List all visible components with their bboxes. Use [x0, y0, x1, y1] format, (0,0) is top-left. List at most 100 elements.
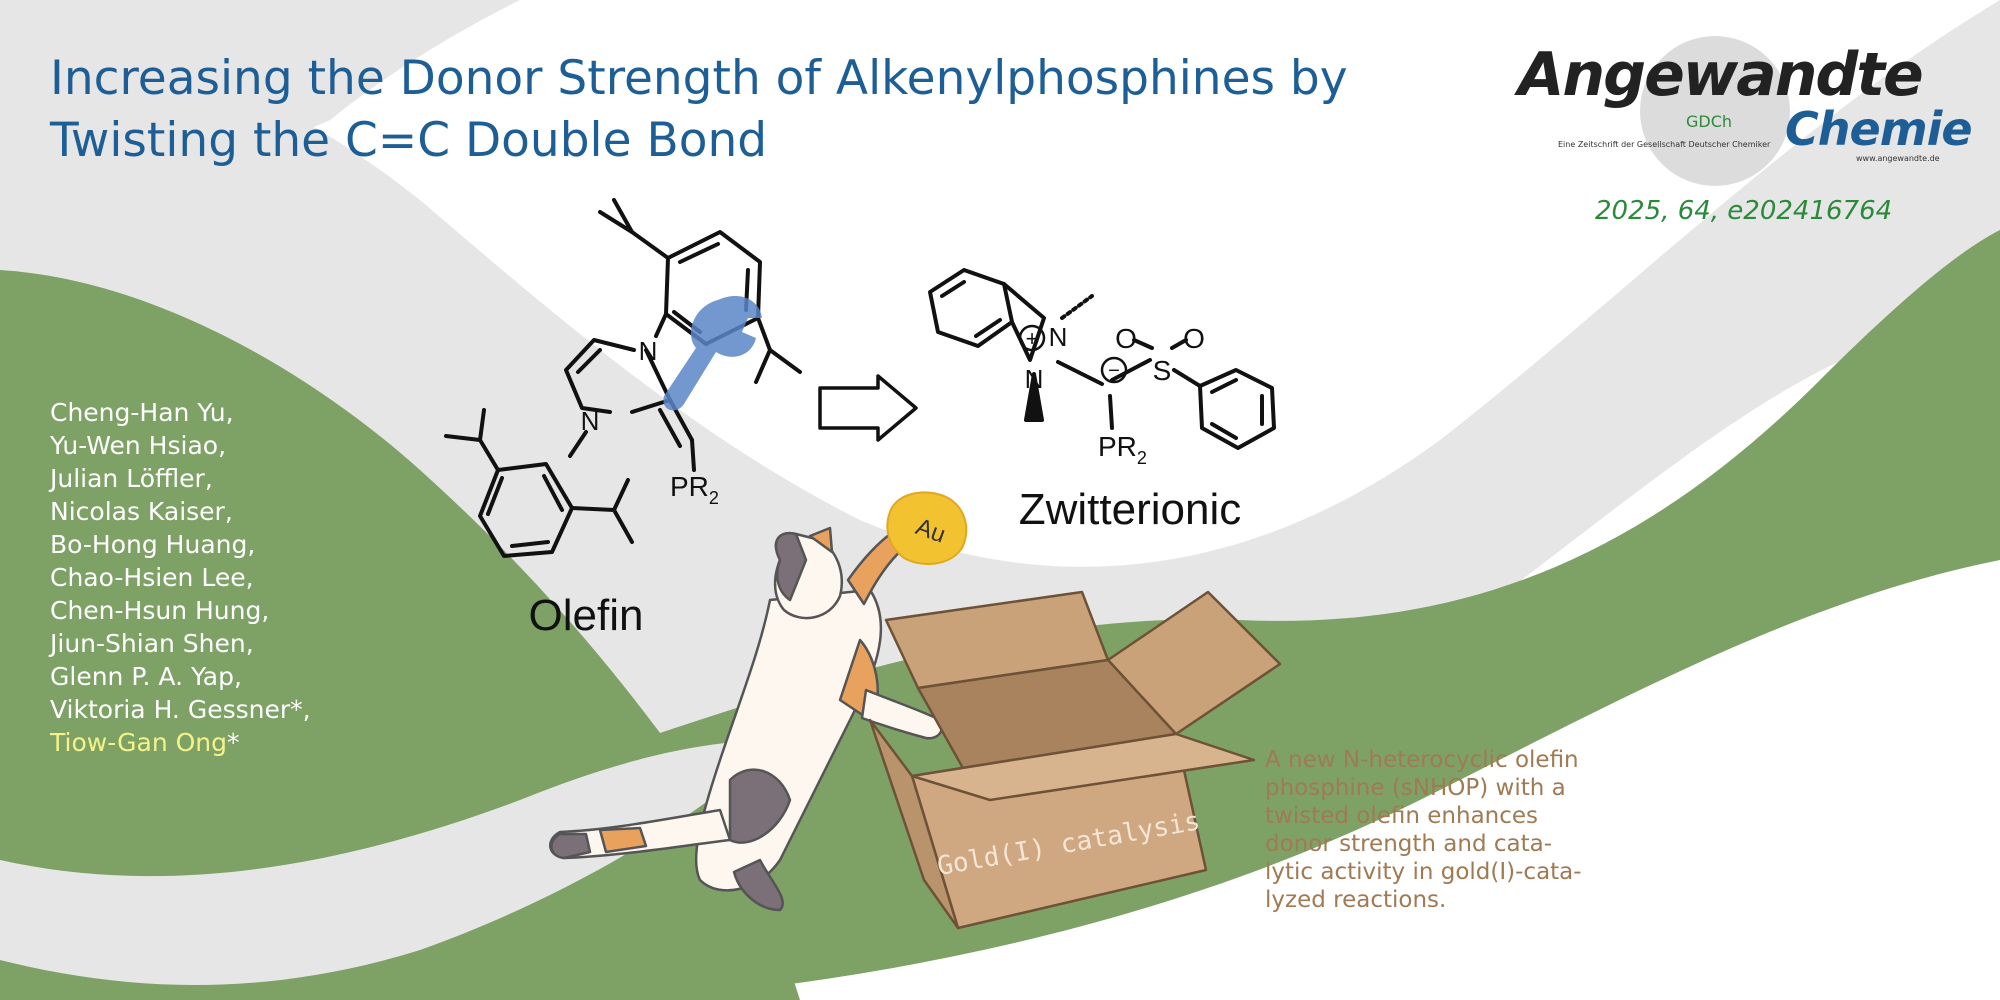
- journal-tagline: Eine Zeitschrift der Gesellschaft Deutsc…: [1558, 140, 1771, 149]
- olefin-label: Olefin: [529, 591, 644, 640]
- n-aryl-bond: [568, 430, 588, 458]
- summary-line: phosphine (sNHOP) with a: [1265, 775, 1566, 801]
- author-name: Bo-Hong Huang,: [50, 530, 256, 559]
- author-name: Chen-Hsun Hung,: [50, 596, 270, 625]
- minus-charge: −: [1108, 360, 1120, 382]
- cat-ear: [808, 526, 834, 554]
- imidazole-ring: [564, 338, 636, 414]
- author-name: Glenn P. A. Yap,: [50, 662, 242, 691]
- imidazole-inner-bond: [576, 348, 602, 374]
- logo-circle: [1640, 36, 1790, 186]
- aryl-ring-lower: [478, 462, 574, 558]
- society-abbr: GDCh: [1686, 112, 1733, 131]
- isopropyl-group: [612, 198, 634, 234]
- zwitterion-structure: [928, 268, 1276, 450]
- phenyl-ring: [1198, 368, 1276, 450]
- benzo-inner-bond: [940, 280, 966, 298]
- author-name: Cheng-Han Yu,: [50, 398, 234, 427]
- plus-charge: +: [1026, 326, 1039, 351]
- zwitterionic-label: Zwitterionic: [1019, 485, 1242, 534]
- box-front-flap: [910, 732, 1256, 802]
- author-name: Chao-Hsien Lee,: [50, 563, 254, 592]
- s-phenyl-bond: [1172, 368, 1202, 388]
- aryl-inner-bond: [678, 242, 720, 264]
- box-left-side: [868, 718, 960, 930]
- olefin-double-bond: [658, 408, 682, 448]
- olefin-structure: [444, 198, 802, 558]
- cat-tail-patch: [550, 832, 592, 860]
- summary-line: donor strength and cata-: [1265, 831, 1553, 857]
- author-name: Yu-Wen Hsiao,: [50, 431, 227, 460]
- journal-subname: Chemie: [1785, 102, 1973, 156]
- c-p-bond: [1108, 394, 1114, 430]
- o-label: O: [1115, 323, 1137, 354]
- citation: 2025, 64, e202416764: [1595, 196, 1893, 226]
- isopropyl-group: [754, 348, 772, 384]
- o-label: O: [1183, 323, 1205, 354]
- author-name: Viktoria H. Gessner*,: [50, 695, 311, 724]
- summary-line: A new N-heterocyclic olefin: [1265, 747, 1579, 773]
- c-c-bond: [1056, 360, 1104, 386]
- title-line-1: Increasing the Donor Strength of Alkenyl…: [50, 51, 1348, 106]
- n-label: N: [1049, 322, 1068, 352]
- summary-line: twisted olefin enhances: [1265, 803, 1539, 829]
- pr2-label: PR2: [670, 471, 719, 508]
- isopropyl-group: [444, 434, 500, 472]
- isopropyl-group: [612, 478, 630, 512]
- author-name: Julian Löffler,: [50, 464, 213, 493]
- isopropyl-group: [478, 408, 486, 442]
- s-label: S: [1153, 355, 1172, 386]
- cat-body: [694, 588, 883, 892]
- phenyl-inner-bond: [1210, 378, 1238, 394]
- cat-front-leg: [860, 688, 944, 740]
- aryl-inner-bond: [486, 476, 504, 516]
- cat-head-patch: [774, 531, 808, 602]
- methyl-bond: [1060, 294, 1094, 320]
- gray-band-left: [0, 0, 520, 220]
- phenyl-inner-bond: [1210, 422, 1238, 440]
- n-label: N: [639, 336, 658, 366]
- c-p-bond: [690, 438, 696, 472]
- journal-url: www.angewandte.de: [1856, 154, 1940, 163]
- gray-band-bottom: [0, 740, 780, 985]
- plus-charge-circle: [1018, 324, 1046, 352]
- journal-name: Angewandte: [1518, 40, 1924, 110]
- gold-nugget-icon: Au: [886, 491, 968, 565]
- aryl-inner-bond: [510, 540, 550, 548]
- author-list: Cheng-Han Yu, Yu-Wen Hsiao, Julian Löffl…: [50, 396, 311, 759]
- reaction-arrow: [818, 374, 918, 442]
- aryl-inner-bond: [542, 474, 564, 512]
- minus-charge-circle: [1100, 356, 1128, 384]
- c-s-bond: [1110, 358, 1152, 382]
- author-name: Nicolas Kaiser,: [50, 497, 233, 526]
- summary-line: lyzed reactions.: [1265, 887, 1447, 913]
- n-label: N: [581, 406, 600, 436]
- corresponding-author: Tiow-Gan Ong*: [50, 726, 311, 759]
- pr2-label: PR2: [1098, 431, 1147, 468]
- summary-text: A new N-heterocyclic olefin phosphine (s…: [1265, 746, 1615, 914]
- s-o-bond: [1132, 338, 1154, 350]
- title-line-2: Twisting the C=C Double Bond: [50, 113, 768, 168]
- cat-leg: [732, 858, 784, 912]
- author-star: *: [227, 728, 240, 757]
- green-band-right: [520, 230, 2000, 1000]
- s-o-bond: [1170, 338, 1188, 350]
- cardboard-box: Gold(I) catalysis: [868, 590, 1282, 930]
- cat-hip-patch: [728, 768, 792, 844]
- methyl-wedge: [1024, 372, 1044, 422]
- benzo-inner-bond: [974, 318, 1002, 338]
- cat-illustration: [549, 526, 944, 912]
- n-label: N: [1025, 364, 1044, 394]
- aryl-n-bond: [654, 312, 668, 338]
- author-name-highlight: Tiow-Gan Ong: [50, 728, 228, 757]
- cat-tail-patch: [598, 826, 648, 854]
- isopropyl-group: [570, 506, 634, 544]
- journal-logo: Angewandte GDCh Chemie Eine Zeitschrift …: [1510, 30, 1980, 186]
- isopropyl-group: [598, 210, 670, 260]
- benzo-ring: [928, 268, 1014, 348]
- wrench-icon: [663, 296, 762, 411]
- summary-line: lytic activity in gold(I)-cata-: [1265, 859, 1582, 885]
- page-title: Increasing the Donor Strength of Alkenyl…: [50, 48, 1450, 172]
- author-name: Jiun-Shian Shen,: [50, 629, 254, 658]
